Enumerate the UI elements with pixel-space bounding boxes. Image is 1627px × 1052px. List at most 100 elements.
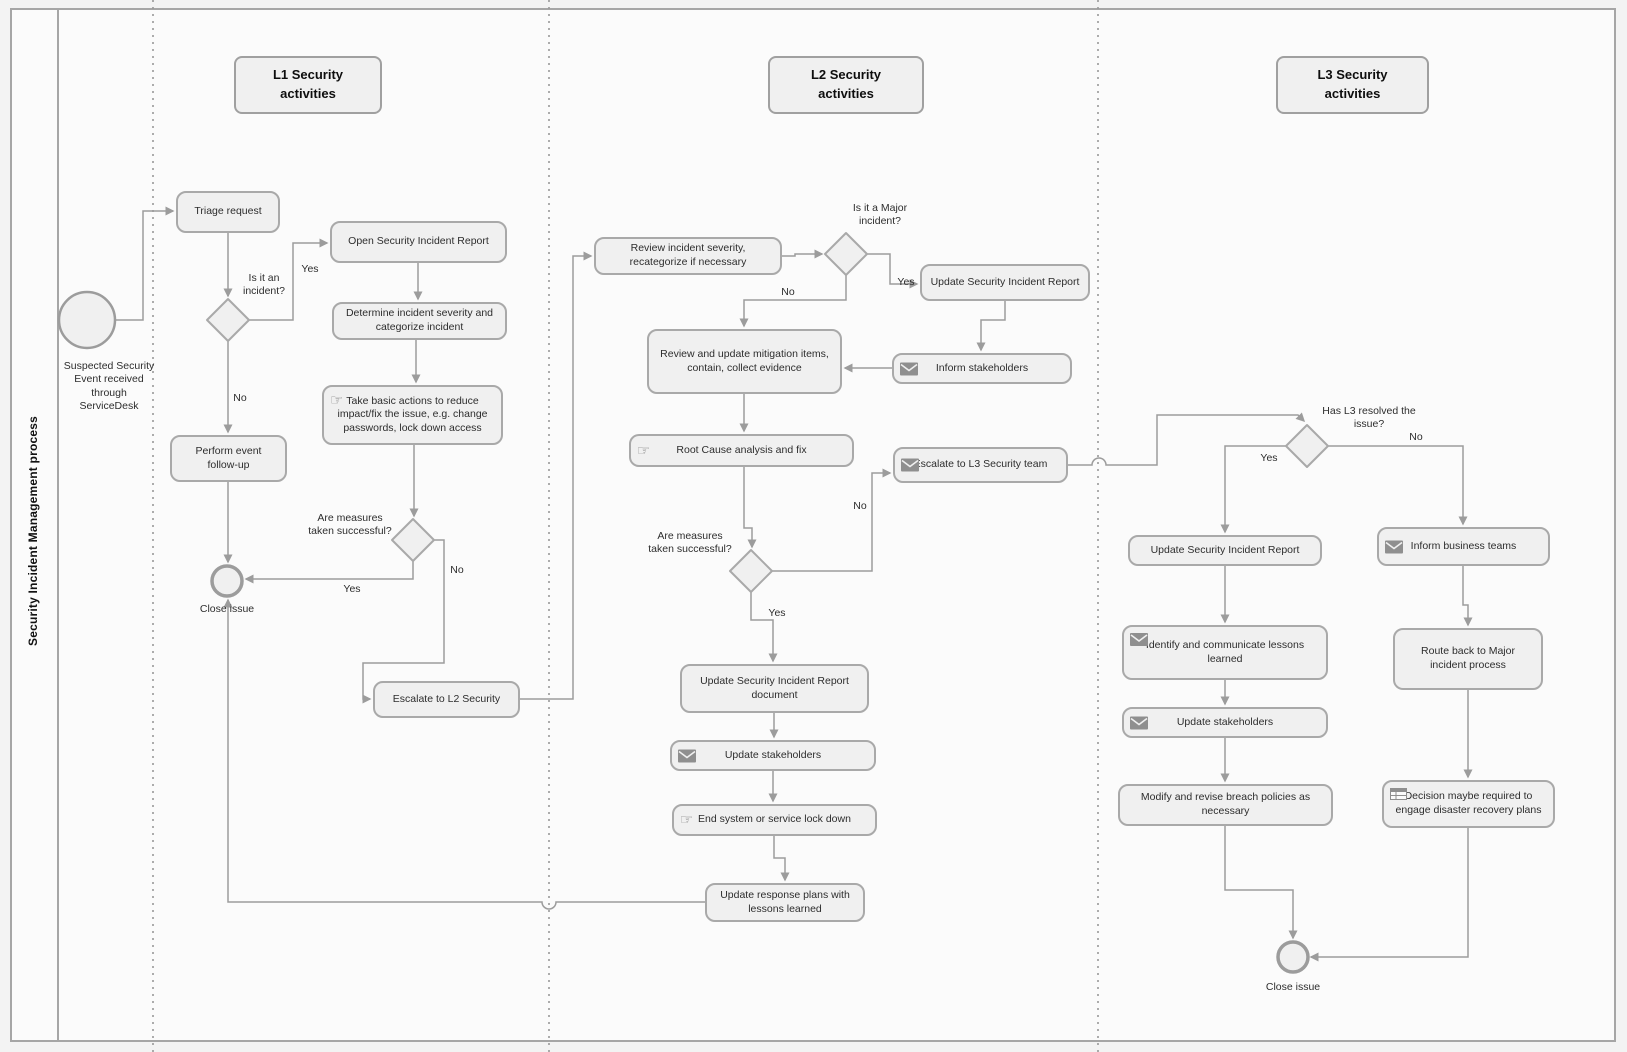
take-basic-actions-label: Take basic actions to reduce impact/fix … [337, 394, 488, 434]
triage-request: Triage request [176, 191, 280, 233]
update-stakeholders-l3: Update stakeholders [1122, 707, 1328, 738]
flow-edge-modify-breach-policies--end-event-close-issue-l3 [1224, 826, 1298, 940]
gateway-measures-successful-l2 [729, 549, 773, 593]
gateway-is-it-major-incident-label: Is it a Major incident? [852, 202, 908, 228]
flow-edge-gateway-is-it-major-incident--review-update-mitigation [739, 275, 847, 328]
flow-edge-update-response-plans--end-event-close-issue-l1 [223, 598, 705, 910]
envelope-icon [1130, 633, 1148, 646]
end-event-close-issue-l3 [1276, 940, 1310, 974]
label-no-incident: No [233, 392, 247, 404]
flow-edge-gateway-has-l3-resolved--inform-business-teams [1328, 445, 1468, 526]
label-yes-incident: Yes [301, 263, 319, 275]
route-back-major-incident-label: Route back to Major incident process [1421, 645, 1515, 671]
modify-breach-policies: Modify and revise breach policies as nec… [1118, 784, 1333, 826]
end-system-lockdown-label: End system or service lock down [698, 813, 851, 826]
table-icon [1390, 788, 1407, 800]
flow-edge-gateway-is-it-major-incident--update-security-incident-report-l2 [867, 253, 919, 289]
gateway-has-l3-resolved [1285, 424, 1329, 468]
determine-incident-severity: Determine incident severity and categori… [332, 302, 507, 340]
inform-business-teams: Inform business teams [1377, 527, 1550, 566]
flow-edge-gateway-measures-successful-l1--end-event-close-issue-l1 [244, 561, 414, 584]
label-yes-measures-l1: Yes [343, 583, 361, 595]
flow-edge-start-event-suspected-security-event--triage-request [115, 206, 175, 321]
envelope-icon [1130, 716, 1148, 729]
flow-edge-update-security-incident-report-l2--inform-stakeholders [976, 301, 1006, 352]
review-incident-severity-label: Review incident severity, recategorize i… [629, 242, 747, 268]
triage-request-label: Triage request [194, 205, 262, 218]
modify-breach-policies-label: Modify and revise breach policies as nec… [1140, 791, 1311, 817]
flow-edge-escalate-to-l3-security-team--gateway-has-l3-resolved [1068, 412, 1306, 466]
close-issue-l1-label: Close issue [199, 603, 255, 615]
root-cause-analysis-label: Root Cause analysis and fix [676, 443, 807, 456]
label-yes-major: Yes [897, 276, 915, 288]
review-incident-severity: Review incident severity, recategorize i… [594, 237, 782, 275]
envelope-icon-holder [1130, 716, 1148, 729]
gateway-measures-successful-l1 [391, 518, 435, 562]
close-issue-l3-label: Close issue [1265, 981, 1321, 993]
root-cause-analysis: ☞ Root Cause analysis and fix [629, 434, 854, 467]
determine-incident-severity-label: Determine incident severity and categori… [345, 307, 494, 333]
flow-edge-decision-disaster-recovery--end-event-close-issue-l3 [1309, 828, 1469, 962]
gateway-is-it-major-incident [824, 232, 868, 276]
update-response-plans-label: Update response plans with lessons learn… [720, 888, 850, 915]
flow-edge-review-incident-severity--gateway-is-it-major-incident [782, 249, 824, 259]
start-event-label: Suspected Security Event received throug… [63, 360, 155, 413]
update-security-incident-report-l2: Update Security Incident Report [920, 264, 1090, 301]
flow-edge-end-system-lockdown--update-response-plans [773, 836, 790, 882]
gateway-measures-successful-l2-label: Are measures taken successful? [648, 530, 732, 556]
l2-header: L2 Security activities [768, 56, 924, 114]
escalate-to-l3-security-team: Escalate to L3 Security team [893, 447, 1068, 483]
hand-icon-holder: ☞ [330, 393, 343, 408]
label-no-l3-resolved: No [1409, 431, 1423, 443]
hand-icon: ☞ [330, 391, 344, 409]
inform-business-teams-label: Inform business teams [1410, 539, 1517, 552]
escalate-to-l2-security-label: Escalate to L2 Security [392, 692, 501, 705]
flow-edge-gateway-is-it-an-incident--open-security-incident-report [249, 238, 329, 321]
inform-stakeholders: Inform stakeholders [892, 353, 1072, 384]
flow-edge-root-cause-analysis--gateway-measures-successful-l2 [743, 467, 757, 549]
envelope-icon [901, 458, 919, 472]
update-security-incident-report-l3-label: Update Security Incident Report [1150, 543, 1300, 556]
envelope-icon-holder [678, 749, 696, 762]
table-icon-holder [1390, 788, 1407, 800]
hand-icon-holder: ☞ [637, 443, 650, 458]
label-yes-measures-l2: Yes [768, 607, 786, 619]
gateway-is-it-an-incident [206, 298, 250, 342]
end-event-close-issue-l1 [210, 564, 244, 598]
envelope-icon [678, 749, 696, 762]
take-basic-actions: ☞Take basic actions to reduce impact/fix… [322, 385, 503, 445]
flow-edge-inform-business-teams--route-back-major-incident [1462, 566, 1473, 627]
update-sir-document-label: Update Security Incident Report document [700, 674, 849, 701]
escalate-to-l3-security-team-label: Escalate to L3 Security team [913, 458, 1048, 471]
envelope-icon-holder [1385, 540, 1403, 553]
identify-lessons-learned-label: Identify and communicate lessons learned [1145, 638, 1305, 665]
label-no-measures-l1: No [450, 564, 464, 576]
review-update-mitigation-label: Review and update mitigation items, cont… [660, 347, 829, 374]
pool-label-divider [57, 8, 59, 1042]
l2-header-label: L2 Security activities [810, 67, 882, 101]
update-stakeholders-l2: Update stakeholders [670, 740, 876, 771]
hand-icon: ☞ [680, 810, 694, 829]
l3-header: L3 Security activities [1276, 56, 1429, 114]
inform-stakeholders-label: Inform stakeholders [935, 361, 1029, 374]
label-no-major: No [781, 286, 795, 298]
flow-edge-gateway-measures-successful-l2--escalate-to-l3-security-team [772, 468, 892, 572]
update-security-incident-report-l3: Update Security Incident Report [1128, 535, 1322, 566]
flow-edge-escalate-to-l2-security--review-incident-severity [520, 251, 593, 700]
hand-icon-holder: ☞ [680, 810, 694, 829]
escalate-to-l2-security: Escalate to L2 Security [373, 681, 520, 718]
open-security-incident-report: Open Security Incident Report [330, 221, 507, 263]
envelope-icon [1385, 540, 1403, 553]
envelope-icon-holder [901, 458, 919, 472]
perform-event-follow-up-label: Perform event follow-up [195, 444, 262, 471]
flow-edge-gateway-has-l3-resolved--update-security-incident-report-l3 [1220, 445, 1286, 534]
envelope-icon-holder [900, 362, 918, 375]
l1-header: L1 Security activities [234, 56, 382, 114]
update-stakeholders-l2-label: Update stakeholders [724, 748, 822, 761]
end-system-lockdown: ☞ End system or service lock down [672, 804, 877, 836]
open-security-incident-report-label: Open Security Incident Report [348, 235, 489, 248]
update-stakeholders-l3-label: Update stakeholders [1176, 715, 1274, 728]
flow-edge-gateway-measures-successful-l1--escalate-to-l2-security [362, 539, 445, 704]
